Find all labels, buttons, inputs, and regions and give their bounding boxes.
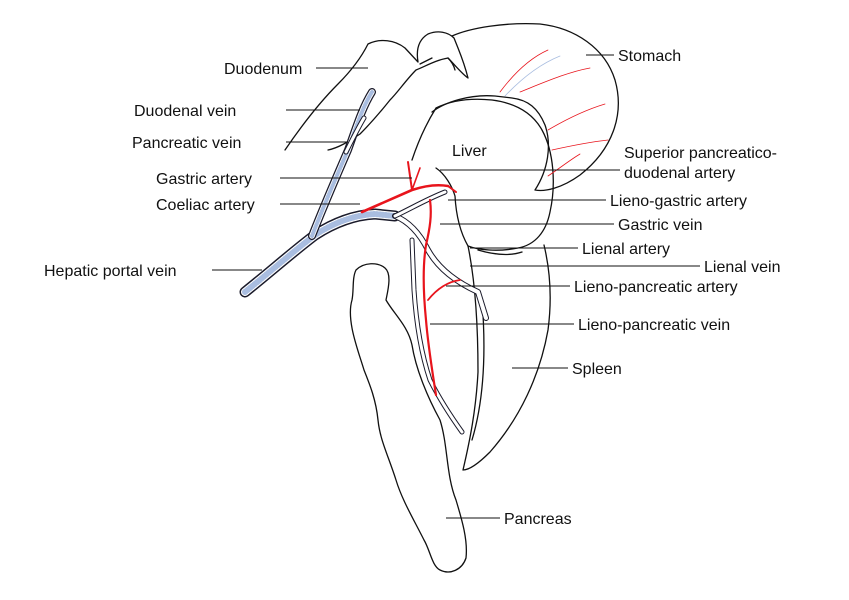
lieno-pancreatic-artery-path — [427, 279, 461, 301]
lieno-gastric-artery-path — [447, 185, 457, 193]
label-duodenal-vein: Duodenal vein — [134, 103, 236, 120]
lienal-vein-path — [392, 213, 489, 321]
label-lieno-pancreatic-vein: Lieno-pancreatic vein — [578, 317, 730, 334]
label-superior-pancreatico-line2: duodenal artery — [624, 165, 735, 182]
label-lienal-artery: Lienal artery — [582, 241, 670, 258]
arteries — [360, 161, 461, 397]
duodenum-outline — [284, 31, 469, 151]
stomach-outline — [431, 22, 619, 192]
label-pancreas: Pancreas — [504, 511, 572, 528]
label-lieno-pancreatic-artery: Lieno-pancreatic artery — [574, 279, 738, 296]
label-lienal-vein: Lienal vein — [704, 259, 781, 276]
duodenum-inner-edge — [419, 57, 456, 71]
label-superior-pancreatico-line1: Superior pancreatico- — [624, 145, 777, 162]
label-hepatic-portal-vein: Hepatic portal vein — [44, 263, 177, 280]
gastric-artery-path — [407, 161, 413, 191]
gastric-vein-path — [392, 189, 448, 219]
label-liver: Liver — [452, 143, 487, 160]
label-stomach: Stomach — [618, 48, 681, 65]
lienal-artery-path — [422, 198, 438, 397]
spleen-outline — [462, 244, 551, 471]
lieno-pancreatic-vein-path — [409, 237, 465, 435]
label-gastric-artery: Gastric artery — [156, 171, 252, 188]
label-pancreatic-vein: Pancreatic vein — [132, 135, 241, 152]
stomach-surface-vessels — [499, 49, 609, 177]
pancreas-outline — [349, 263, 468, 573]
label-lieno-gastric-artery: Lieno-gastric artery — [610, 193, 747, 210]
label-coeliac-artery: Coeliac artery — [156, 197, 255, 214]
liver-outline — [411, 98, 554, 251]
label-spleen: Spleen — [572, 361, 622, 378]
leader-lines — [212, 54, 700, 519]
spleen-inner-edge — [471, 249, 523, 441]
label-gastric-vein: Gastric vein — [618, 217, 702, 234]
label-duodenum: Duodenum — [224, 61, 302, 78]
duodenal-vein-path — [343, 115, 367, 155]
superior-pancreatico-duodenal-artery-path — [411, 167, 421, 191]
